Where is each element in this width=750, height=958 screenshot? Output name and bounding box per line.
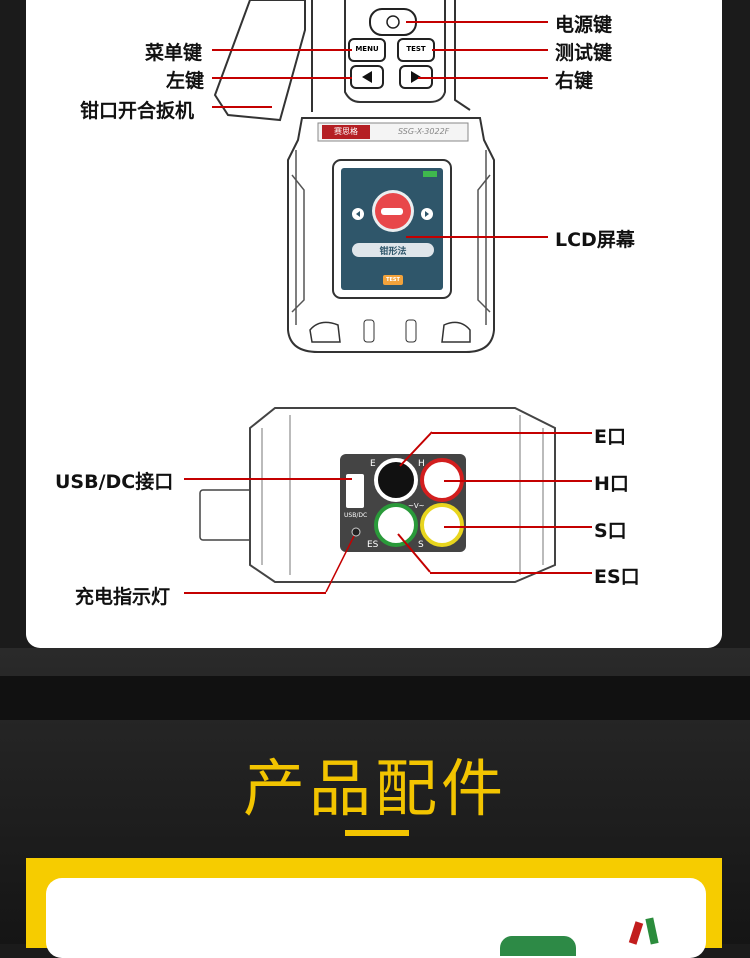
port-es-label: ES — [367, 540, 379, 550]
left-arrow-icon — [362, 71, 372, 83]
brand-badge — [322, 125, 370, 139]
lcd-pointer — [406, 236, 548, 238]
accessory-case — [500, 936, 576, 956]
section-title: 产品配件 — [242, 752, 507, 825]
accessories-card — [46, 878, 706, 958]
right-arrow-icon — [411, 71, 421, 83]
e-port-pointer — [432, 432, 592, 434]
usb-port-pointer — [184, 478, 352, 480]
model-number: SSG-X-3022F — [398, 127, 450, 136]
brand-name: 赛思格 — [334, 127, 358, 136]
label-charge-led: 充电指示灯 — [75, 586, 171, 608]
port-e-label: E — [370, 459, 376, 469]
label-left-key: 左键 — [166, 70, 205, 92]
label-e-port: E口 — [594, 426, 626, 448]
menu-key-label: MENU — [355, 45, 379, 53]
charge-led-pointer — [184, 592, 326, 594]
label-h-port: H口 — [594, 473, 629, 495]
power-icon — [386, 15, 400, 29]
trigger-pointer — [212, 106, 272, 108]
s-port-pointer — [444, 526, 592, 528]
label-power-key: 电源键 — [555, 14, 613, 36]
label-trigger: 钳口开合扳机 — [80, 100, 195, 122]
label-s-port: S口 — [594, 520, 627, 542]
usb-dc-port — [346, 474, 364, 508]
es-port-pointer — [430, 572, 592, 574]
section-separator — [0, 676, 750, 720]
label-es-port: ES口 — [594, 566, 640, 588]
label-usb-port: USB/DC接口 — [55, 471, 174, 493]
port-es — [374, 503, 418, 547]
label-test-key: 测试键 — [555, 42, 613, 64]
left-key-pointer — [212, 77, 352, 79]
test-key-label: TEST — [406, 45, 426, 53]
test-key-pointer — [432, 49, 548, 51]
title-underline — [345, 830, 409, 836]
label-menu-key: 菜单键 — [145, 42, 203, 64]
battery-icon — [423, 171, 437, 177]
h-port-pointer — [444, 480, 592, 482]
label-right-key: 右键 — [555, 70, 594, 92]
mode-label-pill — [352, 243, 434, 257]
port-s — [420, 503, 464, 547]
vw-label: ~V~ — [408, 502, 425, 510]
charge-indicator — [351, 527, 361, 537]
screen-test-label: TEST — [386, 277, 400, 283]
usb-dc-label: USB/DC — [344, 512, 368, 519]
screen-mode-label: 钳形法 — [379, 247, 407, 257]
power-key-pointer — [406, 21, 548, 23]
port-h-label: H — [418, 459, 425, 469]
port-e — [374, 458, 418, 502]
port-s-label: S — [418, 540, 424, 550]
clamp-trigger — [213, 0, 306, 122]
menu-key-pointer — [212, 49, 352, 51]
screen-test-badge — [383, 275, 403, 285]
label-lcd: LCD屏幕 — [555, 229, 635, 251]
right-key-pointer — [418, 77, 548, 79]
